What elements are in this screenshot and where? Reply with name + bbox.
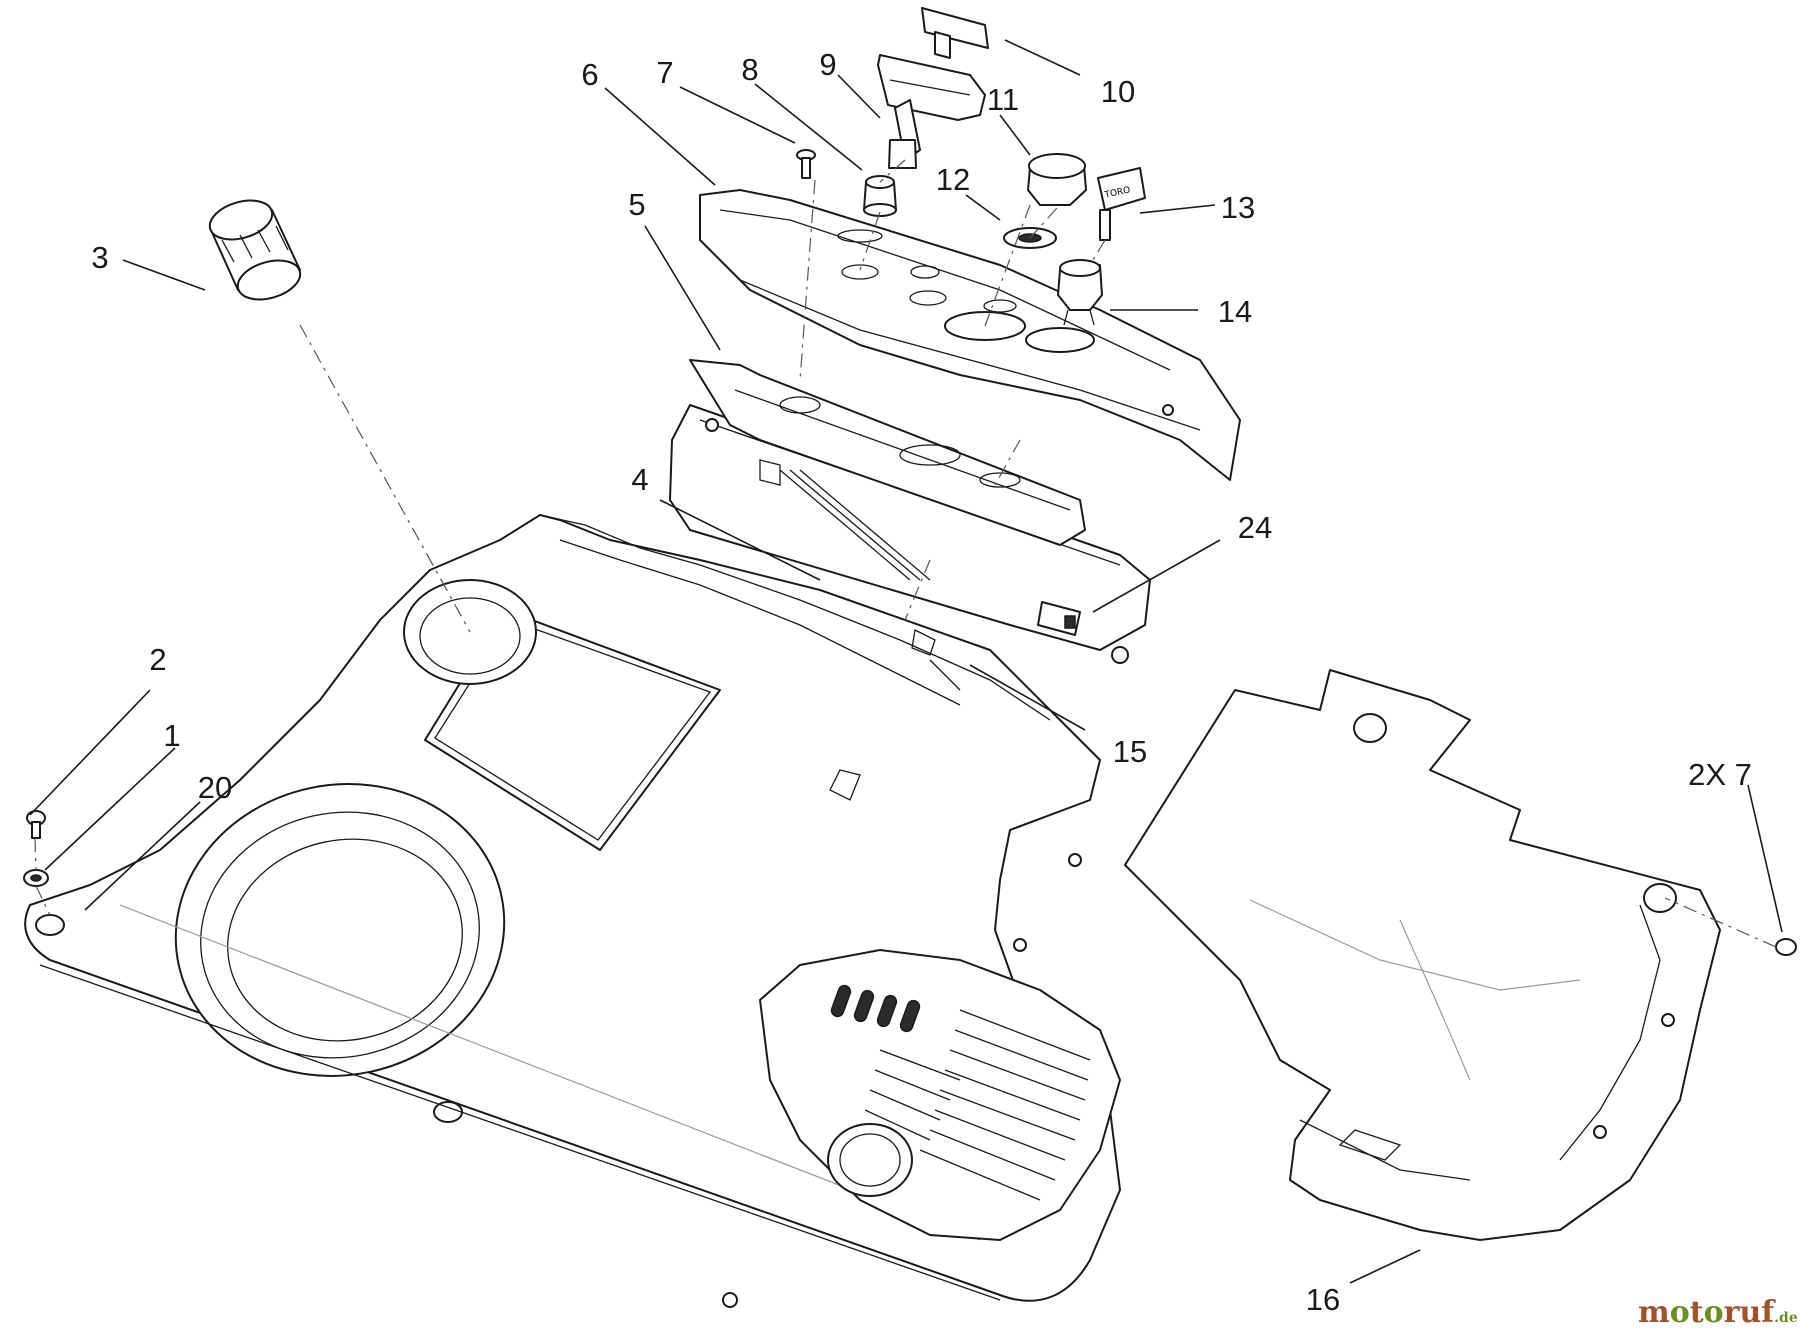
handle-part-9	[877, 54, 986, 169]
watermark-logo: motoruf.de	[1638, 1295, 1798, 1330]
assembly-dashed-lines	[34, 159, 1777, 948]
callout-10: 10	[1101, 74, 1135, 109]
callout-20: 20	[198, 770, 232, 805]
console-top-part-6	[699, 189, 1241, 481]
fuel-cap-part-3	[208, 199, 302, 301]
knob-part-11	[1027, 153, 1087, 206]
screw-2x7	[1775, 938, 1797, 956]
callout-14: 14	[1218, 294, 1252, 329]
callout-7: 7	[656, 55, 673, 90]
key-part-13: TORO	[1097, 167, 1146, 241]
right-cover-part-16	[1124, 669, 1721, 1241]
callout-24: 24	[1238, 510, 1272, 545]
callout-6: 6	[581, 57, 598, 92]
watermark-letter: m	[1638, 1295, 1670, 1330]
washer-part-1	[23, 869, 49, 887]
watermark-letter: o	[1670, 1295, 1690, 1330]
watermark-letter: o	[1704, 1295, 1724, 1330]
clip-part-10	[921, 7, 989, 59]
leader-lines	[29, 39, 1783, 1284]
ignition-switch-part-14	[1057, 259, 1103, 326]
callout-13: 13	[1221, 190, 1255, 225]
watermark-main: motoruf	[1638, 1295, 1776, 1330]
callout-4: 4	[631, 462, 648, 497]
watermark-letter: u	[1739, 1295, 1761, 1330]
callout-3: 3	[91, 240, 108, 275]
callout-15: 15	[1113, 734, 1147, 769]
screw-part-7	[796, 149, 816, 179]
watermark-letter: t	[1690, 1295, 1704, 1330]
callout-11: 11	[987, 82, 1019, 117]
callout-2: 2	[149, 642, 166, 677]
callout-12: 12	[936, 162, 970, 197]
callout-1: 1	[163, 718, 180, 753]
grommet-part-8	[863, 175, 897, 217]
callout-16: 16	[1306, 1282, 1340, 1317]
callout-9: 9	[819, 47, 836, 82]
watermark-letter: r	[1724, 1295, 1741, 1330]
callout-2x7: 2X 7	[1688, 757, 1752, 792]
watermark-text: motoruf.de	[1638, 1295, 1798, 1330]
callout-labels: 1 2 3 4 5 6 7 8 9 10 11 12 13 14 15 16 2…	[91, 47, 1752, 1317]
callout-5: 5	[628, 187, 645, 222]
main-housing	[24, 514, 1121, 1308]
watermark-suffix: .de	[1774, 1310, 1798, 1326]
panel-part-5	[689, 359, 1086, 546]
watermark-letter: f	[1761, 1295, 1776, 1330]
bolt-part-2	[26, 810, 46, 839]
callout-8: 8	[741, 52, 758, 87]
